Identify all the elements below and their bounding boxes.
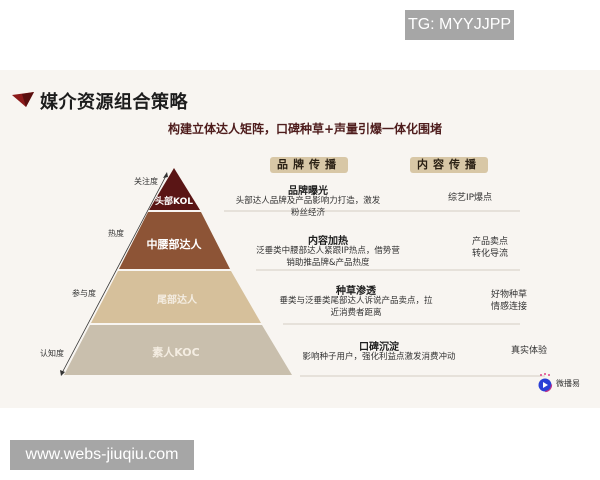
content-line: 真实体验 <box>510 346 548 356</box>
weiboyi-logo-icon <box>538 373 553 393</box>
brand-desc-line: 影响种子用户，强化利益点激发消费冲动 <box>302 352 456 362</box>
content-line: 产品卖点 <box>471 237 509 247</box>
axis-label-heat: 热度 <box>108 229 124 238</box>
slide: 媒介资源组合策略 构建立体达人矩阵，口碑种草+声量引爆一体化围堵 品牌传播 内容… <box>0 70 600 408</box>
tier-label-head-kol: 头部KOL <box>155 197 193 207</box>
brand-title-heating: 内容加热 <box>308 236 348 247</box>
watermark-bottom: www.webs-jiuqiu.com <box>10 440 194 470</box>
axis-label-participation: 参与度 <box>72 289 96 298</box>
pyramid-tier-4 <box>64 325 292 375</box>
content-line: 情感连接 <box>490 302 528 312</box>
title-triangle-icon <box>12 92 34 107</box>
slide-title: 媒介资源组合策略 <box>40 92 188 113</box>
content-cell-3: 好物种草 情感连接 <box>491 289 527 313</box>
axis-line <box>61 173 168 374</box>
content-line: 转化导流 <box>471 249 509 259</box>
brand-title-wom: 口碑沉淀 <box>359 342 399 353</box>
tier-label-koc: 素人KOC <box>152 346 200 359</box>
pyramid-tier-3 <box>91 271 261 323</box>
brand-desc-heating: 泛垂类中腰部达人紧跟IP热点，借势营 销助推品牌&产品热度 <box>256 245 400 269</box>
content-cell-1: 综艺IP爆点 <box>448 192 492 204</box>
axis-arrow-up-icon <box>163 172 168 178</box>
brand-title-seeding: 种草渗透 <box>336 286 376 297</box>
content-line: 综艺IP爆点 <box>447 193 493 203</box>
brand-desc-line: 近消费者距离 <box>330 308 382 318</box>
column-header-content: 内容传播 <box>410 157 488 173</box>
brand-desc-line: 头部达人品牌及产品影响力打造，激发 <box>235 196 381 206</box>
brand-desc-line: 粉丝经济 <box>290 208 326 218</box>
axis-arrow-down-icon <box>60 370 65 376</box>
content-cell-2: 产品卖点 转化导流 <box>472 236 508 260</box>
pyramid-diagram <box>60 168 545 377</box>
logo-text: 微播易 <box>556 379 580 388</box>
axis-label-attention: 关注度 <box>134 177 158 186</box>
content-cell-4: 真实体验 <box>511 345 547 357</box>
tier-label-mid-tier: 中腰部达人 <box>146 238 202 251</box>
content-line: 好物种草 <box>490 290 528 300</box>
brand-desc-seeding: 垂类与泛垂类尾部达人诉说产品卖点，拉 近消费者距离 <box>279 295 432 319</box>
brand-desc-line: 销助推品牌&产品热度 <box>286 258 370 268</box>
brand-desc-wom: 影响种子用户，强化利益点激发消费冲动 <box>302 351 455 363</box>
slide-subtitle: 构建立体达人矩阵，口碑种草+声量引爆一体化围堵 <box>168 122 443 136</box>
watermark-top: TG: MYYJJPP <box>405 10 514 40</box>
brand-desc-line: 垂类与泛垂类尾部达人诉说产品卖点，拉 <box>279 296 433 306</box>
column-header-brand: 品牌传播 <box>270 157 348 173</box>
brand-desc-exposure: 头部达人品牌及产品影响力打造，激发 粉丝经济 <box>236 195 381 219</box>
pyramid-tier-1 <box>149 168 200 210</box>
tier-label-tail: 尾部达人 <box>157 295 197 306</box>
brand-desc-line: 泛垂类中腰部达人紧跟IP热点，借势营 <box>256 246 400 256</box>
brand-title-exposure: 品牌曝光 <box>288 186 328 197</box>
pyramid-tier-2 <box>119 212 230 269</box>
axis-label-awareness: 认知度 <box>40 349 64 358</box>
